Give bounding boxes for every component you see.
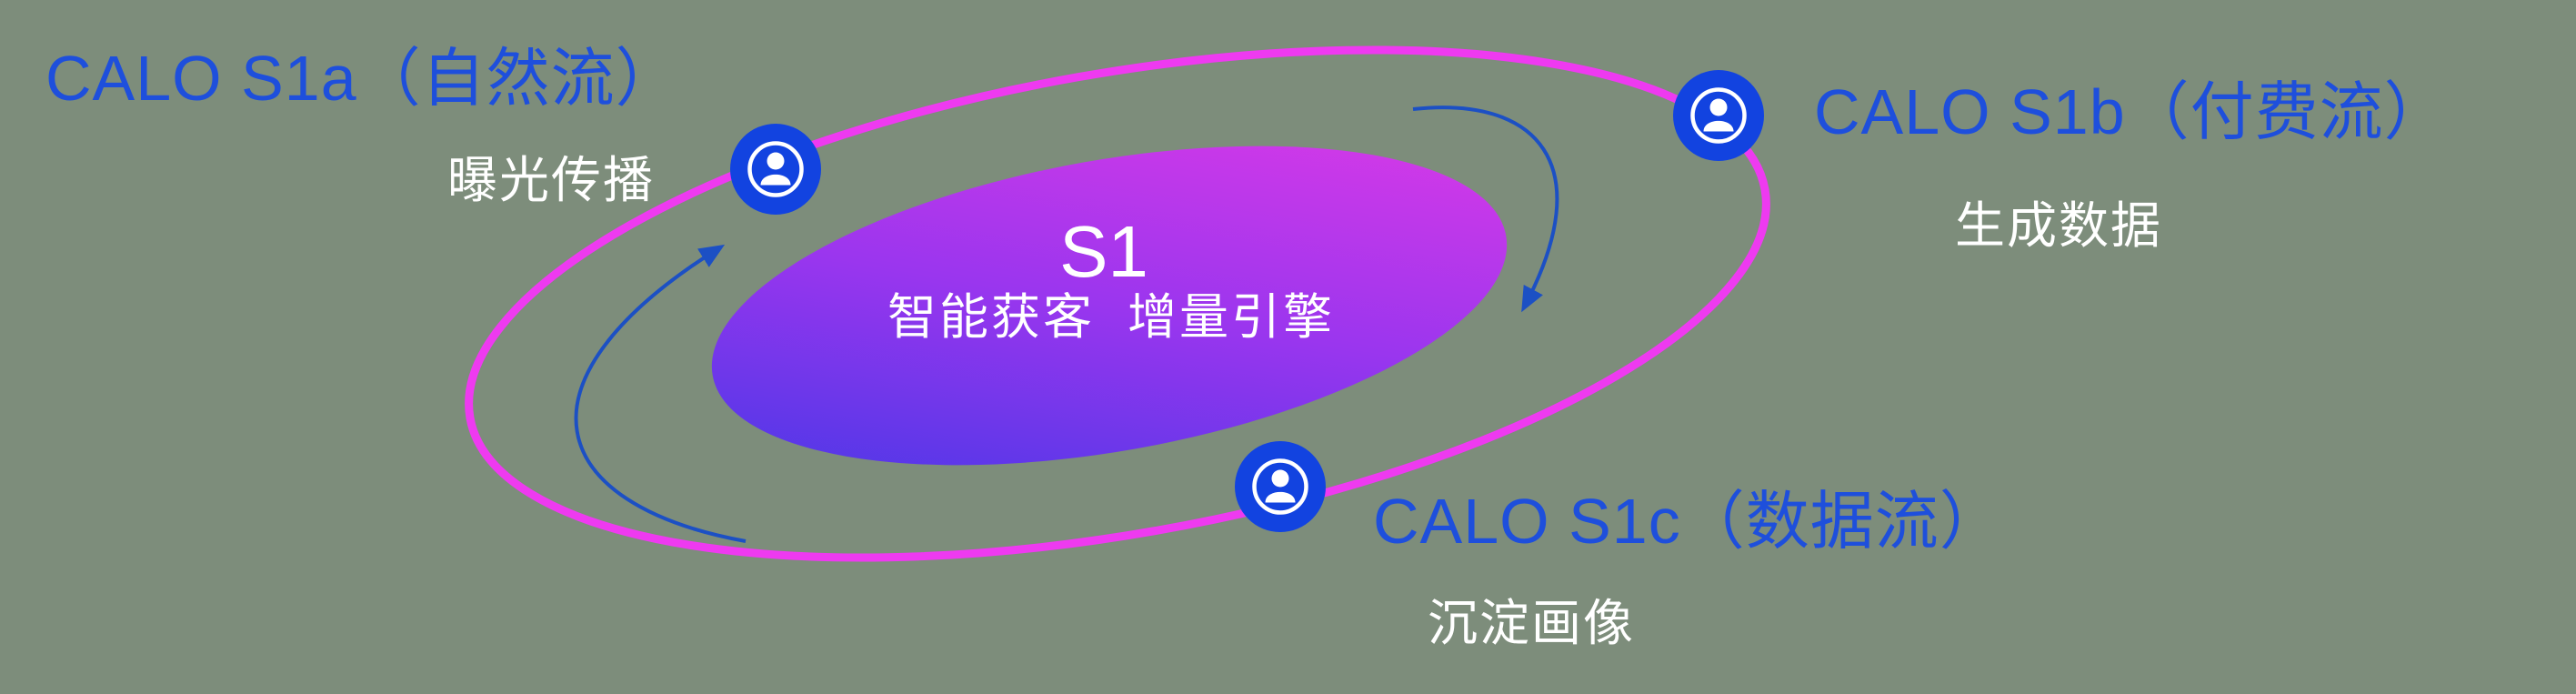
core-ellipse: [711, 146, 1508, 466]
node-label-s1a: CALO S1a（自然流）: [45, 43, 680, 114]
core-title: S1: [1059, 211, 1148, 292]
cycle-arrow-right: [1412, 106, 1559, 313]
core-subtitle: 智能获客 增量引擎: [887, 290, 1336, 345]
cycle-arrow-left: [574, 244, 747, 543]
user-icon: [1673, 70, 1764, 161]
node-label-s1c: CALO S1c（数据流）: [1373, 486, 2004, 557]
node-label-s1b: CALO S1b（付费流）: [1814, 76, 2449, 147]
user-icon: [1235, 441, 1326, 532]
node-sublabel-s1c: 沉淀画像: [1428, 595, 1636, 651]
node-sublabel-s1a: 曝光传播: [447, 152, 656, 208]
user-icon: [730, 124, 821, 215]
node-sublabel-s1b: 生成数据: [1955, 197, 2163, 254]
orbit-ring: [465, 45, 1770, 562]
